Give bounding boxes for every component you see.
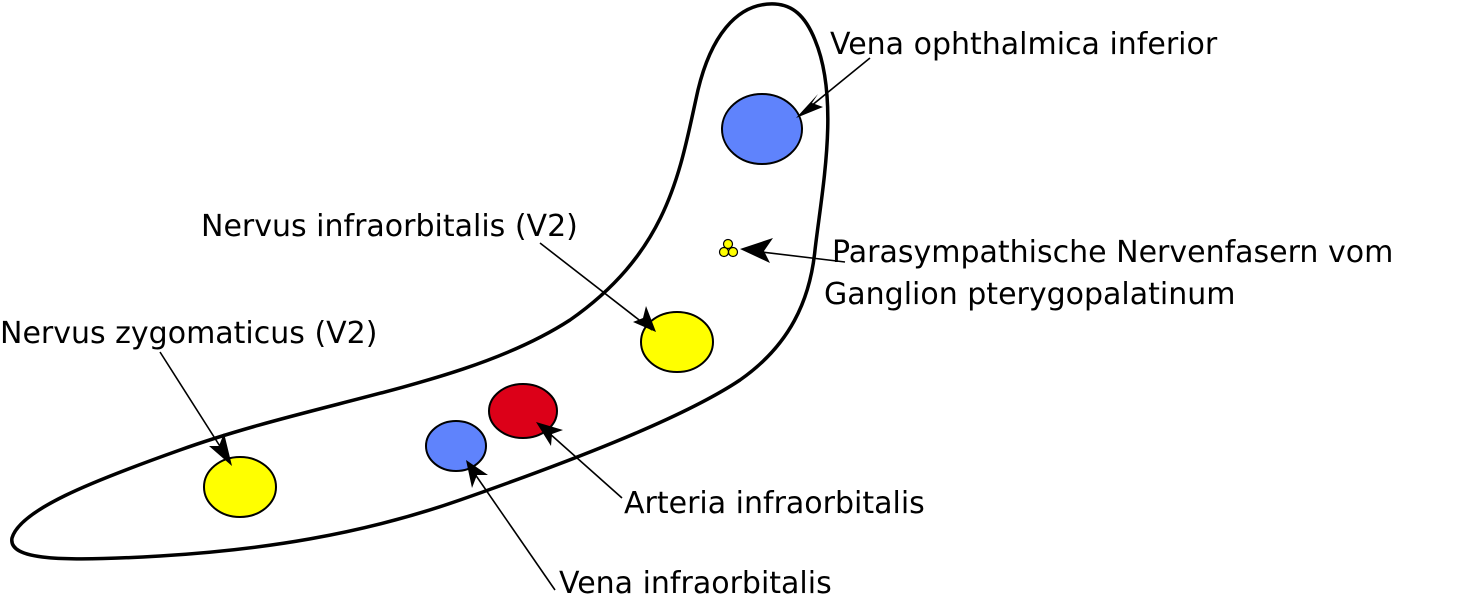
label-nervus-zygomaticus: Nervus zygomaticus (V2) xyxy=(0,316,377,351)
nervus-infraorbitalis-nerve xyxy=(640,311,714,373)
pointer-vena-ophthalmica-inferior xyxy=(796,57,871,118)
pointer-nervus-infraorbitalis xyxy=(539,242,656,332)
pointer-arteria-infraorbitalis xyxy=(536,422,623,499)
label-arteria-infraorbitalis: Arteria infraorbitalis xyxy=(624,486,925,521)
nervus-zygomaticus-nerve xyxy=(203,456,277,518)
label-nervus-infraorbitalis: Nervus infraorbitalis (V2) xyxy=(201,209,578,244)
canal-outline xyxy=(10,2,830,561)
pointer-parasympathetic xyxy=(740,238,846,263)
label-parasympathische-line1: Parasympathische Nervenfasern vom xyxy=(832,235,1393,270)
pointer-vena-infraorbitalis xyxy=(466,460,556,591)
label-parasympathische-line2: Ganglion pterygopalatinum xyxy=(824,277,1236,312)
label-vena-infraorbitalis: Vena infraorbitalis xyxy=(559,566,832,597)
label-vena-ophthalmica-inferior: Vena ophthalmica inferior xyxy=(830,27,1218,62)
pointer-nervus-zygomaticus xyxy=(159,351,232,466)
vena-infraorbitalis-vessel xyxy=(425,420,487,472)
parasympathetic-fibers xyxy=(718,238,739,258)
vena-ophthalmica-inferior-vessel xyxy=(721,93,803,165)
